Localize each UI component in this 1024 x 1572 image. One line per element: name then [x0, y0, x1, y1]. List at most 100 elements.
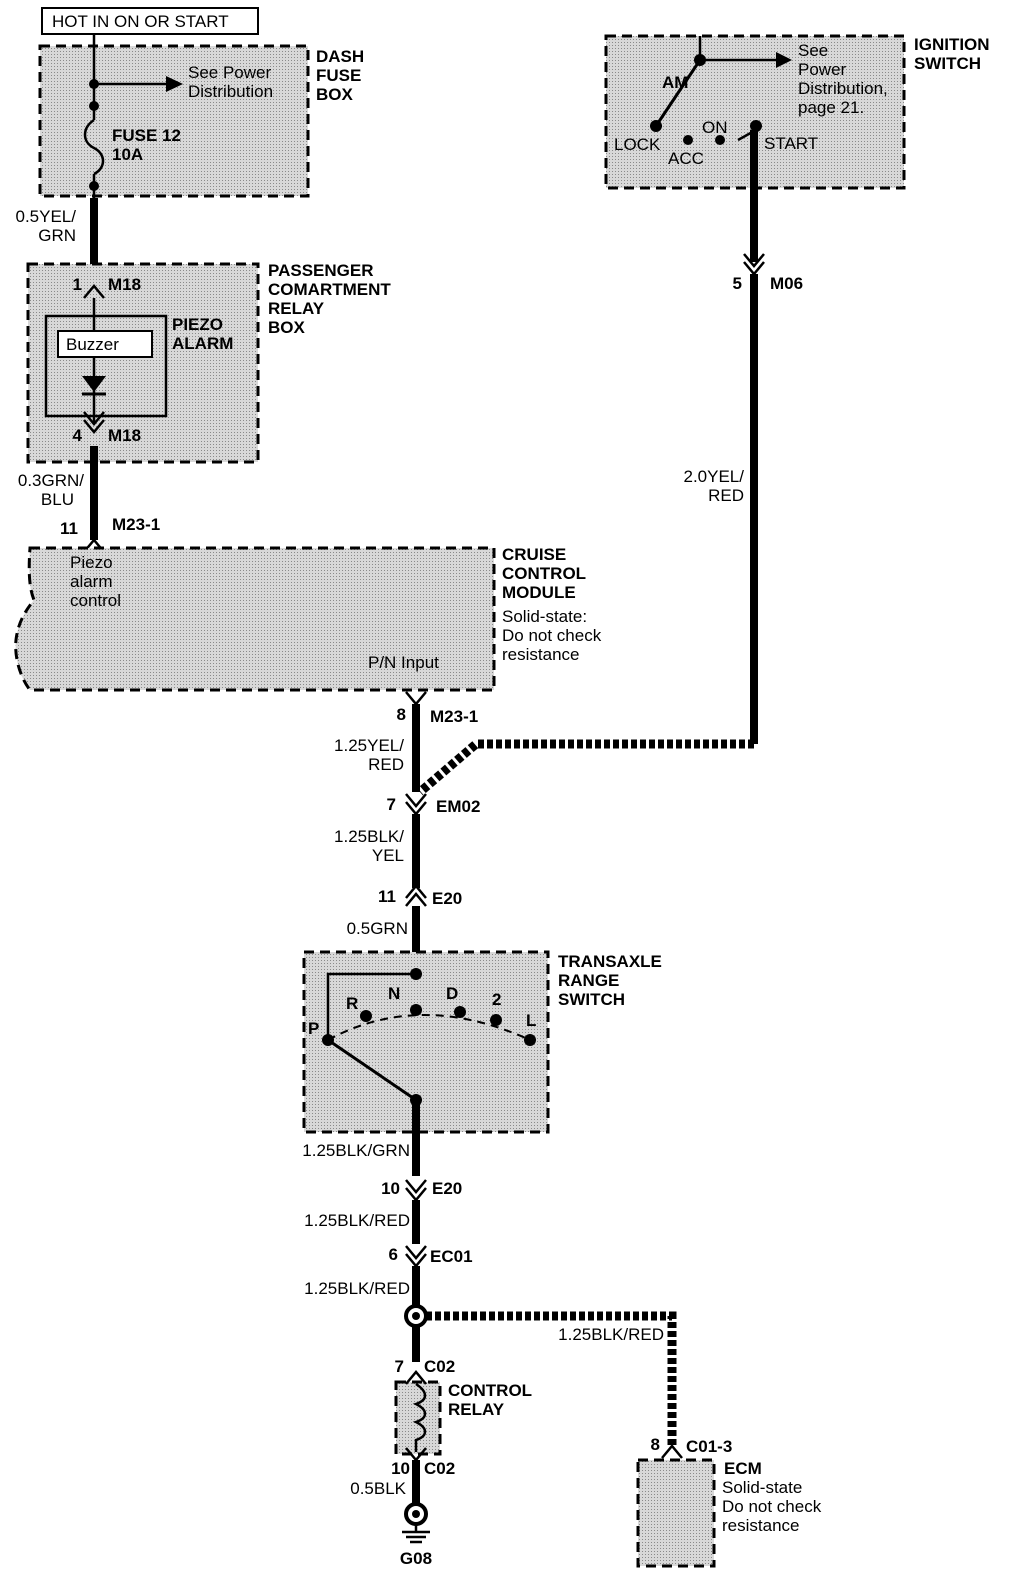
cruise-control-module — [14, 546, 496, 692]
pin-number: 11 — [60, 519, 78, 538]
switch-terminal — [650, 120, 662, 132]
ecm-title: ECM — [724, 1459, 762, 1478]
ecm-note-1: Solid-state — [722, 1478, 802, 1497]
wire-label: 1.25BLK/RED — [304, 1211, 410, 1230]
connector-name: C02 — [424, 1459, 455, 1478]
buzzer-box — [57, 330, 153, 358]
ignition-title-1: IGNITION — [914, 35, 990, 54]
relay-box-title-1: PASSENGER — [268, 261, 374, 280]
ign-see-1: See — [798, 41, 828, 60]
switch-pos-d: D — [446, 984, 458, 1003]
connector-icon — [405, 892, 427, 907]
dash-see-power-1: See Power — [188, 63, 271, 82]
connector-icon — [405, 884, 427, 899]
connector-name: EC01 — [430, 1247, 473, 1266]
arrow-right-icon — [776, 52, 792, 68]
cruise-title-2: CONTROL — [502, 564, 586, 583]
transaxle-title-2: RANGE — [558, 971, 619, 990]
cruise-note-3: resistance — [502, 645, 579, 664]
arrow-right-icon — [166, 76, 183, 92]
wire-label: 0.5GRN — [347, 919, 408, 938]
dash-see-power-2: Distribution — [188, 82, 273, 101]
switch-detent-arc — [327, 1014, 531, 1041]
switch-terminal — [683, 135, 693, 145]
relay-coil-icon — [412, 1382, 427, 1452]
ground-label: G08 — [400, 1549, 432, 1568]
pin-number: 6 — [389, 1245, 398, 1264]
piezo-title-1: PIEZO — [172, 315, 223, 334]
connector-name: M18 — [108, 275, 141, 294]
wire-label: RED — [708, 486, 744, 505]
connector-name: E20 — [432, 1179, 462, 1198]
dash-fuse-title-1: DASH — [316, 47, 364, 66]
ecm-note-3: resistance — [722, 1516, 799, 1535]
switch-pos-start: START — [764, 134, 818, 153]
switch-pos-n: N — [388, 984, 400, 1003]
connector-name: E20 — [432, 889, 462, 908]
splice-center — [412, 1312, 420, 1320]
connector-icon — [405, 1187, 427, 1202]
pin-number: 4 — [73, 426, 83, 445]
dash-fuse-title-3: BOX — [316, 85, 354, 104]
switch-pos-n-dot — [410, 1004, 422, 1016]
fuse-label-2: 10A — [112, 145, 143, 164]
transaxle-range-switch — [302, 950, 550, 1134]
piezo-ctrl-2: alarm — [70, 572, 113, 591]
relay-box-title-3: RELAY — [268, 299, 325, 318]
wire-label: 0.3GRN/ — [18, 471, 84, 490]
switch-blade — [654, 59, 702, 127]
switch-common-line — [326, 972, 416, 1040]
connector-name: M23-1 — [430, 707, 478, 726]
connector-icon — [743, 261, 765, 276]
pin-number: 1 — [73, 275, 82, 294]
connector-icon — [83, 419, 105, 434]
cruise-note-2: Do not check — [502, 626, 602, 645]
pin-number: 10 — [391, 1459, 410, 1478]
connector-name: M23-1 — [112, 515, 160, 534]
ignition-title-2: SWITCH — [914, 54, 981, 73]
control-relay-title-1: CONTROL — [448, 1381, 532, 1400]
connector-icon — [405, 1253, 427, 1268]
switch-pos-r: R — [346, 994, 358, 1013]
pin-number: 7 — [395, 1357, 404, 1376]
connector-name: C01-3 — [686, 1437, 732, 1456]
pn-input-label: P/N Input — [368, 653, 439, 672]
buzzer-label: Buzzer — [66, 335, 119, 354]
dash-fuse-box — [38, 44, 310, 198]
wire-label: RED — [368, 755, 404, 774]
power-label: HOT IN ON OR START — [52, 12, 229, 31]
switch-pos-l: L — [526, 1011, 536, 1030]
wire-label: 0.5BLK — [350, 1479, 406, 1498]
switch-pos-lock: LOCK — [614, 135, 661, 154]
pin-number: 8 — [651, 1435, 660, 1454]
switch-pos-2-dot — [490, 1014, 502, 1026]
connector-name: M06 — [770, 274, 803, 293]
splice-dot — [89, 101, 99, 111]
wire-label: 1.25BLK/RED — [304, 1279, 410, 1298]
pin-number: 7 — [387, 795, 396, 814]
connector-name: M18 — [108, 426, 141, 445]
switch-pos-2: 2 — [492, 990, 501, 1009]
wire-label: GRN — [38, 226, 76, 245]
connector-icon — [743, 253, 765, 268]
relay-box-title-2: COMARTMENT — [268, 280, 391, 299]
connector-name: C02 — [424, 1357, 455, 1376]
wire-yel-red-splice — [417, 739, 754, 796]
ecm-box — [636, 1458, 716, 1568]
wire-label: YEL — [372, 846, 404, 865]
switch-pos-l-dot — [524, 1034, 536, 1046]
wire-blk-red-ecm — [426, 1311, 677, 1446]
piezo-ctrl-1: Piezo — [70, 553, 113, 572]
ign-see-2: Power — [798, 60, 847, 79]
pin-number: 11 — [378, 887, 396, 906]
transaxle-title-1: TRANSAXLE — [558, 952, 662, 971]
fuse-label-1: FUSE 12 — [112, 126, 181, 145]
connector-icon — [83, 411, 105, 426]
switch-blade — [327, 1038, 417, 1102]
connector-icon — [661, 1444, 683, 1459]
fuse-icon — [83, 118, 105, 176]
connector-icon — [405, 1370, 427, 1385]
pin-number: 8 — [397, 705, 406, 724]
connector-icon — [405, 801, 427, 816]
